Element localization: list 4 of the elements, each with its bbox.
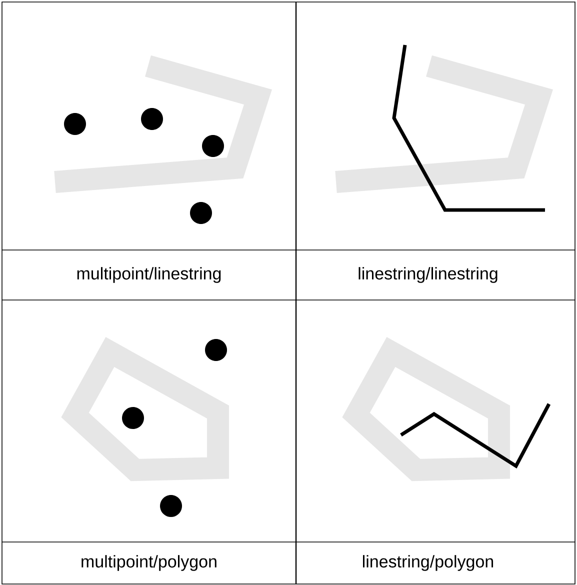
caption: multipoint/polygon — [82, 555, 216, 571]
caption: linestring/linestring — [358, 267, 498, 283]
caption: linestring/polygon — [363, 555, 494, 571]
caption: multipoint/linestring — [77, 267, 221, 283]
